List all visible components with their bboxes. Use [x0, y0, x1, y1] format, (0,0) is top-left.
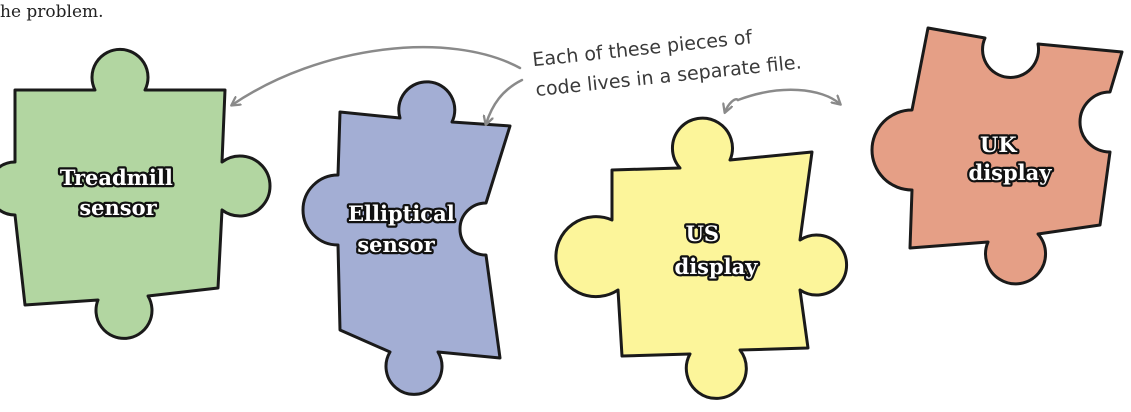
us-label-line2: display [675, 254, 759, 279]
elliptical-label-line1: Elliptical [348, 201, 455, 226]
uk-display-label: UK display [969, 132, 1053, 185]
intro-text: he problem. [0, 2, 104, 22]
us-display-shape [554, 116, 849, 400]
arrow-to-uk-display [736, 88, 840, 104]
puzzle-piece-us-display: US display [554, 116, 849, 400]
arrow-to-treadmill [232, 45, 522, 105]
puzzle-piece-uk-display: UK display [870, 26, 1124, 286]
us-label-line1: US [686, 221, 719, 246]
us-display-label: US display [675, 221, 759, 279]
treadmill-sensor-shape [0, 47, 272, 340]
arrow-to-elliptical [486, 78, 524, 124]
elliptical-label-line2: sensor [357, 232, 435, 257]
arrow-to-us-display [725, 98, 740, 112]
elliptical-sensor-shape [301, 80, 512, 396]
treadmill-label-line2: sensor [79, 195, 157, 220]
elliptical-sensor-label: Elliptical sensor [348, 201, 462, 257]
puzzle-piece-treadmill-sensor: Treadmill sensor [0, 47, 272, 340]
uk-label-line2: display [969, 160, 1053, 185]
treadmill-sensor-label: Treadmill sensor [60, 165, 180, 220]
uk-label-line1: UK [980, 132, 1017, 157]
annotation: Each of these pieces of code lives in a … [531, 26, 802, 101]
treadmill-label-line1: Treadmill [60, 165, 173, 190]
uk-display-shape [870, 26, 1124, 286]
puzzle-piece-elliptical-sensor: Elliptical sensor [301, 80, 512, 396]
